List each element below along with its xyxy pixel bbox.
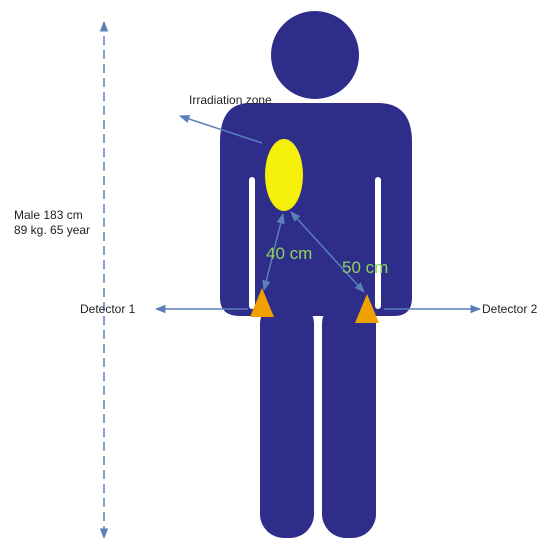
subject-info: Male 183 cm 89 kg. 65 year — [14, 208, 90, 238]
detector1-label: Detector 1 — [80, 302, 135, 316]
distance-40-label: 40 cm — [266, 244, 312, 264]
irradiation-zone — [265, 139, 303, 211]
subject-height-label: Male 183 cm — [14, 208, 90, 223]
right-leg — [322, 300, 376, 538]
subject-weight-age-label: 89 kg. 65 year — [14, 223, 90, 238]
left-leg — [260, 300, 314, 538]
torso — [220, 103, 412, 316]
head — [271, 11, 359, 99]
distance-50-label: 50 cm — [342, 258, 388, 278]
irradiation-zone-label: Irradiation zone — [189, 93, 272, 107]
detector2-label: Detector 2 — [482, 302, 537, 316]
